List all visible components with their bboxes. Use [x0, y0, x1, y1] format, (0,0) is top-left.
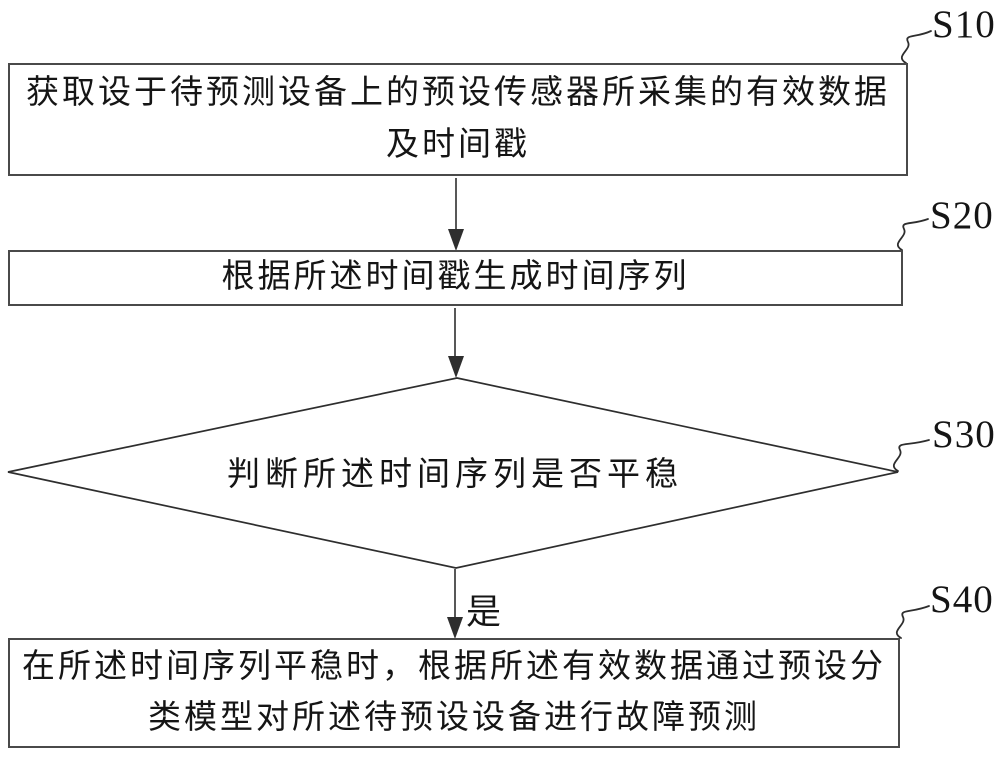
reference-label-s20: S20 [930, 194, 994, 237]
step-s20-box: 根据所述时间戳生成时间序列 [8, 250, 903, 306]
arrow-s10-to-s20 [448, 178, 464, 251]
reference-connector-s20 [896, 218, 929, 251]
step-s10-text-line2: 及时间戳 [386, 126, 530, 163]
arrowhead-icon [448, 356, 464, 378]
arrowhead-icon [448, 229, 464, 251]
reference-connector-s10 [900, 30, 932, 64]
step-s10-text-line1: 获取设于待预测设备上的预设传感器所采集的有效数据 [26, 75, 890, 112]
step-s40-text-line2: 类模型对所述待预设设备进行故障预测 [148, 700, 760, 736]
step-s20-text-line1: 根据所述时间戳生成时间序列 [221, 259, 690, 296]
arrowhead-icon [447, 617, 463, 639]
reference-connector-s30 [892, 439, 930, 472]
reference-connector-s40 [895, 605, 930, 639]
step-s40-box: 在所述时间序列平稳时，根据所述有效数据通过预设分 类模型对所述待预设设备进行故障… [8, 638, 900, 748]
arrow-s20-to-s30 [448, 308, 464, 378]
reference-label-s30: S30 [932, 413, 996, 456]
step-s40-text-line1: 在所述时间序列平稳时，根据所述有效数据通过预设分 [22, 648, 886, 685]
reference-label-s40: S40 [930, 578, 994, 621]
yes-branch-label: 是 [466, 593, 502, 632]
step-s30-text-line1: 判断所述时间序列是否平稳 [227, 457, 683, 493]
decision-diamond-shape [7, 377, 899, 569]
arrow-s30-to-s40 [447, 569, 463, 639]
step-s30-decision-text: 判断所述时间序列是否平稳 [155, 450, 755, 501]
step-s10-box: 获取设于待预测设备上的预设传感器所采集的有效数据 及时间戳 [8, 63, 908, 176]
reference-label-s10: S10 [932, 3, 996, 46]
